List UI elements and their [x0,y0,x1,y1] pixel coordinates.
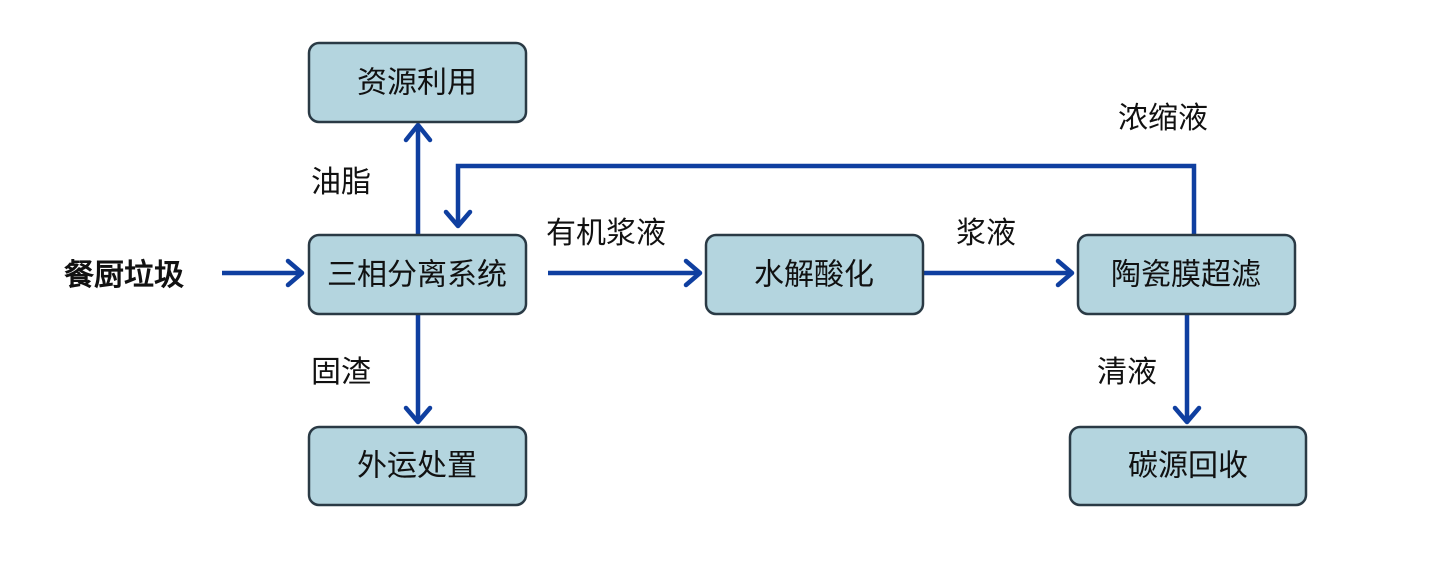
node-separation-system: 三相分离系统 [307,233,528,316]
edge-label-slurry: 浆液 [956,216,1016,251]
node-ceramic-membrane-label: 陶瓷膜超滤 [1111,258,1261,293]
edge-separation-to-external-disposal [403,314,433,425]
node-ceramic-membrane: 陶瓷膜超滤 [1076,233,1297,316]
edge-source-to-separation [222,258,305,288]
node-resource-use: 资源利用 [307,41,528,124]
edge-label-organic-slurry: 有机浆液 [546,216,666,251]
edge-ceramic-membrane-to-carbon-recovery [1172,314,1202,425]
node-hydrolysis: 水解酸化 [704,233,925,316]
edge-concentrate-return [443,163,1197,236]
node-carbon-recovery: 碳源回收 [1068,425,1308,507]
edge-label-oil: 油脂 [311,165,371,200]
node-separation-system-label: 三相分离系统 [327,258,507,293]
edge-label-concentrate: 浓缩液 [1118,101,1208,136]
node-external-disposal-label: 外运处置 [357,449,477,484]
edge-separation-to-hydrolysis [548,258,703,288]
edge-hydrolysis-to-ceramic-membrane [924,258,1075,288]
node-carbon-recovery-label: 碳源回收 [1128,449,1248,484]
edge-label-solid-residue: 固渣 [311,355,371,390]
edge-label-clear-liquid: 清液 [1097,355,1157,390]
edge-separation-to-resource-use [403,122,433,236]
source-label: 餐厨垃圾 [64,258,184,293]
node-hydrolysis-label: 水解酸化 [754,258,874,293]
node-resource-use-label: 资源利用 [357,66,477,101]
node-external-disposal: 外运处置 [307,425,528,507]
